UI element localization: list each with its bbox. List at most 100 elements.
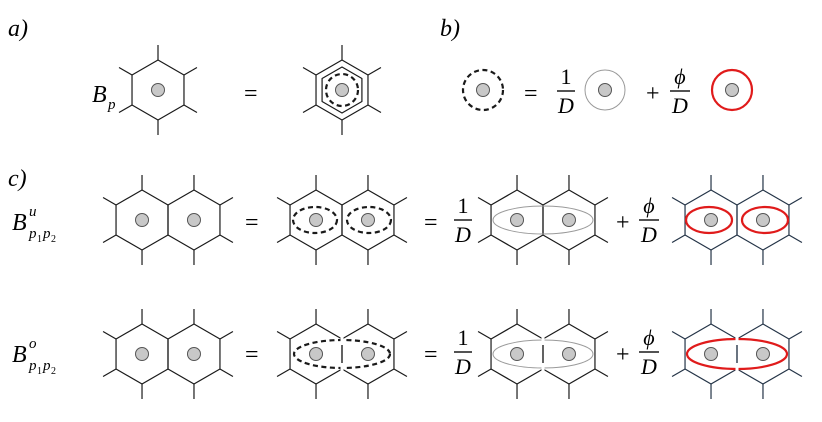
external-edge (393, 196, 408, 206)
denominator-D: D (640, 222, 657, 247)
row-u-lhs-label: B u p 1 p 2 (12, 204, 56, 245)
denominator-D: D (671, 93, 688, 118)
subscript-p: p (42, 226, 51, 242)
equals-sign: = (524, 81, 538, 107)
external-edge (102, 234, 117, 244)
single-plaquette-with-loop (302, 45, 382, 135)
double-plaquette-red-ellipse-bar (671, 309, 803, 399)
plus-sign: + (616, 210, 630, 236)
equals-sign: = (245, 342, 259, 368)
plaquette-dot (135, 347, 150, 361)
plaquette-dot (598, 83, 612, 97)
numerator-phi: ϕ (643, 193, 654, 218)
row-o-lhs-label: B o p 1 p 2 (12, 336, 56, 377)
red-loop (740, 205, 790, 235)
external-edge (276, 234, 291, 244)
numerator-one: 1 (458, 325, 469, 350)
dashed-loop (461, 68, 505, 112)
external-edge (788, 196, 803, 206)
plaquette-dot (135, 213, 150, 227)
plaquette-dot (360, 213, 375, 227)
subscript-p: p (28, 226, 37, 242)
numerator-one: 1 (561, 64, 572, 89)
external-edge (219, 234, 234, 244)
plaquette-dot (755, 347, 770, 361)
external-edge (118, 66, 133, 76)
gray-loop (492, 205, 594, 235)
external-edge (276, 196, 291, 206)
external-edge (276, 368, 291, 378)
panel-label-a: a) (8, 16, 28, 42)
dashed-loop (345, 205, 393, 235)
external-edge (671, 196, 686, 206)
external-edge (477, 196, 492, 206)
external-edge (102, 196, 117, 206)
plus-sign: + (616, 342, 630, 368)
gray-loop (584, 69, 626, 111)
plaquette-dot (476, 83, 490, 97)
equals-sign: = (245, 210, 259, 236)
red-loop (710, 68, 754, 112)
fraction-one-over-D: 1 D (557, 64, 575, 118)
external-edge (118, 104, 133, 114)
plus-sign: + (646, 81, 660, 107)
plaquette-dot (151, 83, 165, 97)
external-edge (183, 104, 198, 114)
subscript-2: 2 (51, 234, 56, 245)
subscript-2: 2 (51, 366, 56, 377)
plaquette-dot (335, 83, 349, 97)
single-plaquette-hexagon (118, 45, 198, 135)
red-loop (684, 205, 734, 235)
external-edge (302, 104, 317, 114)
external-edge (594, 368, 609, 378)
subscript-1: 1 (37, 234, 42, 245)
panel-label-b: b) (440, 16, 460, 42)
external-edge (367, 104, 382, 114)
panel-label-c: c) (8, 166, 27, 192)
external-edge (393, 330, 408, 340)
external-edge (393, 368, 408, 378)
denominator-D: D (640, 354, 657, 379)
external-edge (594, 330, 609, 340)
subscript-1: 1 (37, 366, 42, 377)
external-edge (219, 330, 234, 340)
plaquette-dot (755, 213, 770, 227)
external-edge (102, 368, 117, 378)
fraction-phi-over-D: ϕ D (639, 325, 659, 379)
denominator-D: D (454, 222, 471, 247)
red-loop-symbol (710, 68, 754, 112)
external-edge (477, 368, 492, 378)
denominator-D: D (454, 354, 471, 379)
superscript-u: u (29, 204, 37, 220)
fraction-one-over-D: 1 D (454, 325, 472, 379)
external-edge (276, 330, 291, 340)
operator-symbol-B: B (92, 82, 107, 108)
external-edge (367, 66, 382, 76)
subscript-p: p (42, 358, 51, 374)
plaquette-dot (186, 213, 201, 227)
denominator-D: D (557, 93, 574, 118)
double-plaquette-gray-ellipse-bar (477, 309, 609, 399)
fraction-phi-over-D: ϕ D (670, 64, 690, 118)
hexagon-edge (321, 66, 363, 114)
equals-sign: = (244, 81, 258, 107)
external-edge (477, 234, 492, 244)
double-plaquette (102, 175, 234, 265)
numerator-phi: ϕ (674, 64, 685, 89)
external-edge (671, 330, 686, 340)
subscript-p: p (28, 358, 37, 374)
dashed-loop (324, 72, 360, 108)
numerator-one: 1 (458, 193, 469, 218)
double-plaquette-dashed-ellipse (276, 309, 408, 399)
fraction-one-over-D: 1 D (454, 193, 472, 247)
double-plaquette (102, 309, 234, 399)
plaquette-dot (309, 213, 324, 227)
external-edge (302, 66, 317, 76)
double-plaquette-gray-ellipse (477, 175, 609, 265)
equals-sign: = (424, 210, 438, 236)
external-edge (788, 234, 803, 244)
equals-sign: = (424, 342, 438, 368)
fraction-phi-over-D: ϕ D (639, 193, 659, 247)
gray-loop-symbol (584, 69, 626, 111)
panel-a-lhs-label: B p (92, 82, 116, 113)
